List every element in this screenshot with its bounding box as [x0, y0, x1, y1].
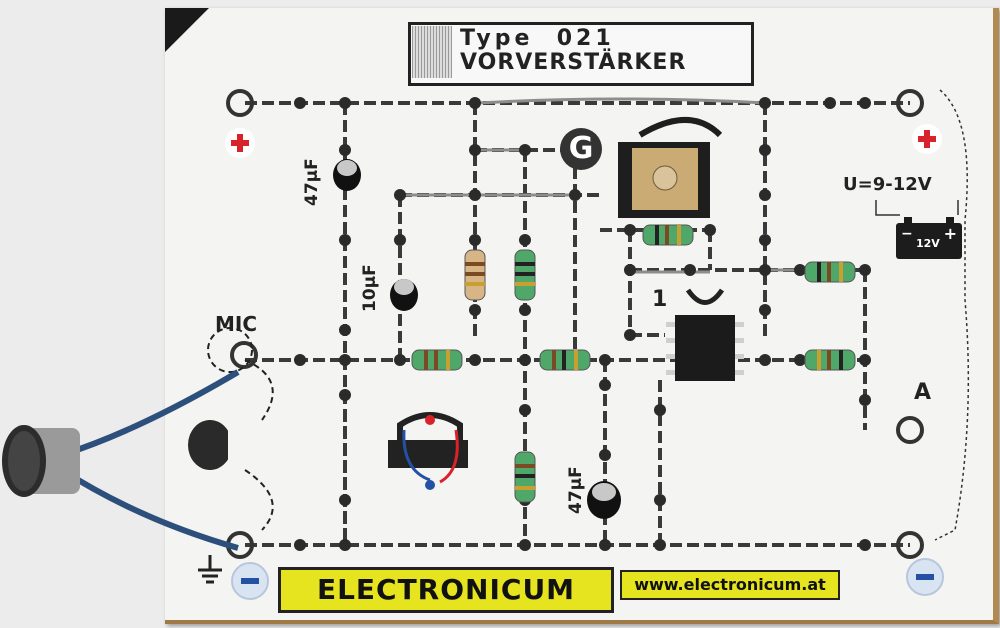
trimmer-potentiometer	[618, 117, 723, 218]
output-label: A	[914, 380, 932, 405]
battery-terminal-minus	[904, 217, 912, 223]
battery-icon: − 12V +	[896, 217, 962, 259]
capacitor-47uF-top	[333, 159, 361, 191]
battery-minus-label: −	[901, 226, 913, 242]
circuit-board	[165, 8, 999, 624]
title-box	[408, 22, 754, 86]
capacitors	[333, 159, 621, 519]
resistors	[411, 224, 856, 503]
plus-icon	[912, 124, 942, 154]
title-stripe	[412, 26, 452, 78]
ic-notch-icon	[685, 288, 725, 305]
spring-terminals	[226, 89, 925, 559]
battery-voltage-label: 12V	[916, 237, 940, 250]
ic-chip	[666, 288, 744, 381]
junction-dots	[294, 97, 871, 551]
board-type: Type 021	[460, 26, 615, 51]
resistor-r5	[514, 451, 536, 503]
gain-icon: G	[560, 128, 602, 170]
resistor-r2	[514, 249, 536, 301]
battery-terminal-plus	[946, 217, 954, 223]
supply-voltage-label: U=9-12V	[843, 174, 932, 195]
swap-icon	[388, 412, 468, 490]
capacitor-10uF	[390, 279, 418, 311]
jumper-wires	[400, 97, 800, 274]
supply-wire	[934, 89, 970, 541]
capacitor-47uF-bottom	[587, 481, 621, 519]
capacitor-10uF-label: 10µF	[360, 264, 380, 312]
website-label: www.electronicum.at	[620, 570, 840, 600]
capacitor-47uF-top-label: 47µF	[302, 158, 322, 206]
board-title: VORVERSTÄRKER	[460, 50, 687, 75]
minus-icon	[231, 562, 269, 600]
microphone-symbol	[188, 327, 274, 531]
resistor-r7	[804, 261, 856, 283]
battery-plus-label: +	[943, 224, 957, 243]
resistor-r4	[539, 349, 591, 371]
plus-icon	[225, 128, 255, 158]
resistor-r8	[804, 349, 856, 371]
brand-label: ELECTRONICUM	[278, 567, 614, 613]
ic-pin1-label: 1	[652, 287, 668, 312]
microphone-icon	[2, 369, 240, 551]
minus-icon	[906, 558, 944, 596]
resistor-r3	[411, 349, 463, 371]
resistor-r6	[642, 224, 694, 246]
battery-lead-left	[875, 200, 900, 216]
mic-label: MIC	[215, 312, 258, 336]
board-corner-mark	[165, 8, 209, 52]
capacitor-47uF-bottom-label: 47µF	[566, 466, 586, 514]
resistor-r1	[464, 249, 486, 301]
ground-icon	[198, 555, 222, 584]
